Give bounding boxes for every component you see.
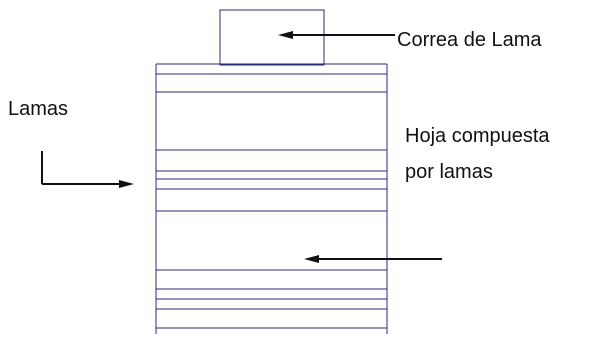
correa-label: Correa de Lama: [397, 29, 542, 51]
correa-arrow: [278, 31, 395, 39]
slat-strap-box: [219, 9, 325, 66]
hoja-label-line2: por lamas: [405, 161, 493, 183]
hoja-label-line1: Hoja compuesta: [405, 125, 550, 147]
lamas-arrow: [41, 151, 134, 188]
slat-sheet: [155, 63, 388, 334]
hoja-arrow: [304, 255, 442, 263]
lamas-label: Lamas: [8, 98, 69, 120]
